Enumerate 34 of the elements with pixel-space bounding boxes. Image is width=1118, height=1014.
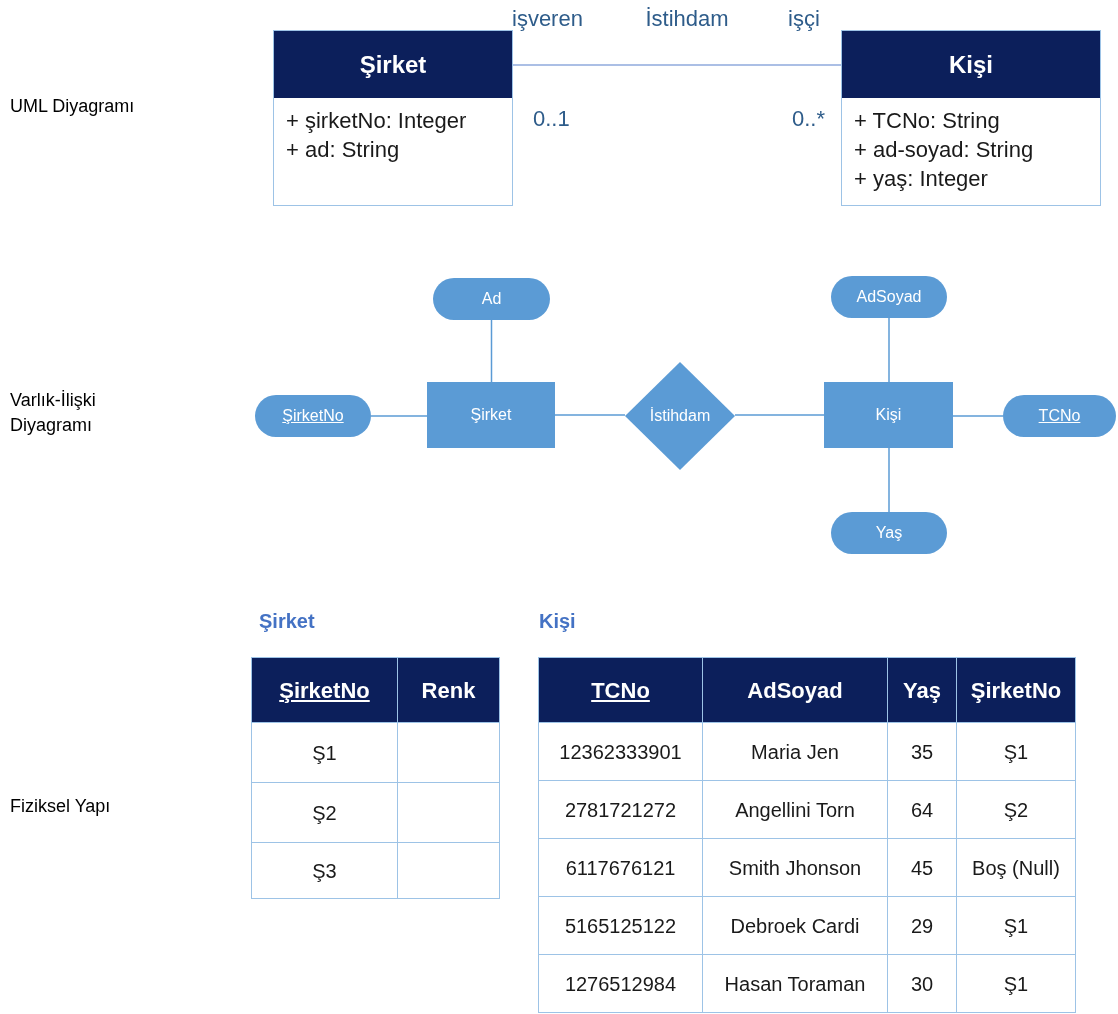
attribute-text: + TCNo: String: [854, 107, 1001, 135]
role-label: işçi: [788, 5, 820, 33]
table-title: Şirket: [259, 609, 315, 634]
attribute-text: + ad-soyad: String: [854, 136, 1035, 164]
section-label: Fiziksel Yapı: [10, 795, 111, 818]
multiplicity-label: 0..1: [533, 105, 570, 133]
connector-line: [952, 415, 1004, 417]
table-title: Kişi: [539, 609, 576, 634]
class-box: [841, 30, 1101, 206]
connector-line: [512, 64, 842, 66]
connector-line: [734, 414, 825, 416]
attribute-pill: Yaş: [831, 512, 947, 554]
attribute-pill: AdSoyad: [831, 276, 947, 318]
section-label: Varlık-İlişki Diyagramı: [10, 389, 97, 438]
attribute-pill: ŞirketNo: [255, 395, 371, 437]
class-header: Şirket: [274, 31, 512, 98]
connector-line: [554, 414, 626, 416]
role-label: işveren: [512, 5, 583, 33]
entity-box: Şirket: [427, 382, 555, 448]
class-box: [273, 30, 513, 206]
class-header: Kişi: [842, 31, 1100, 98]
entity-box: Kişi: [824, 382, 953, 448]
attribute-text: + şirketNo: Integer: [286, 107, 468, 135]
attribute-pill: Ad: [433, 278, 550, 320]
section-label: UML Diyagramı: [10, 95, 135, 118]
multiplicity-label: 0..*: [792, 105, 826, 133]
connector-line: [888, 447, 890, 513]
attribute-text: + ad: String: [286, 136, 401, 164]
relationship-label: İstihdam: [649, 406, 711, 426]
attribute-pill: TCNo: [1003, 395, 1116, 437]
connector-line: [370, 415, 428, 417]
attribute-text: + yaş: Integer: [854, 165, 989, 193]
connector-line: [888, 317, 890, 383]
connector-line: [490, 319, 493, 383]
